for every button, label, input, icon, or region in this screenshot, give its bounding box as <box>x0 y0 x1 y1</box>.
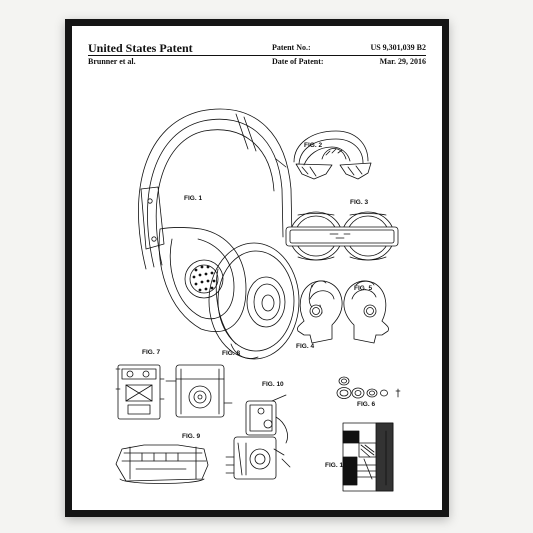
patent-number-label: Patent No.: <box>272 43 311 52</box>
fig9-drawing <box>116 445 208 484</box>
fig1-headphone-drawing <box>138 109 299 359</box>
patent-date-label: Date of Patent: <box>272 57 324 66</box>
fig11-section-drawing <box>343 423 393 491</box>
fig2-label: FIG. 2 <box>304 142 323 149</box>
patent-drawings <box>86 39 428 498</box>
header-rule <box>88 55 426 56</box>
fig8-label: FIG. 8 <box>222 350 241 357</box>
fig6-rings-drawing <box>337 377 400 399</box>
frame-mat: United States Patent Brunner et al. Pate… <box>72 26 442 510</box>
fig2-folded-drawing <box>294 131 371 179</box>
picture-frame: United States Patent Brunner et al. Pate… <box>65 19 449 517</box>
fig11-label: FIG. 11 <box>325 462 347 469</box>
fig5-label: FIG. 5 <box>354 285 373 292</box>
patent-sheet: United States Patent Brunner et al. Pate… <box>86 39 428 498</box>
fig7-drawing <box>116 365 164 419</box>
patent-header: United States Patent Brunner et al. Pate… <box>86 39 428 83</box>
fig3-front-drawing <box>286 212 398 260</box>
fig5-heads-drawing <box>297 281 388 343</box>
fig7-label: FIG. 7 <box>142 349 161 356</box>
fig4-label: FIG. 4 <box>296 343 315 350</box>
fig6-label: FIG. 6 <box>357 401 376 408</box>
fig1-label: FIG. 1 <box>184 195 203 202</box>
fig10-drawing <box>226 395 290 479</box>
patent-title: United States Patent <box>88 41 193 55</box>
fig9-label: FIG. 9 <box>182 433 201 440</box>
patent-number-value: US 9,301,039 B2 <box>370 43 426 52</box>
fig3-label: FIG. 3 <box>350 199 369 206</box>
fig8-drawing <box>166 365 232 417</box>
patent-date-value: Mar. 29, 2016 <box>379 57 426 66</box>
patent-inventor: Brunner et al. <box>88 57 136 66</box>
fig10-label: FIG. 10 <box>262 381 284 388</box>
